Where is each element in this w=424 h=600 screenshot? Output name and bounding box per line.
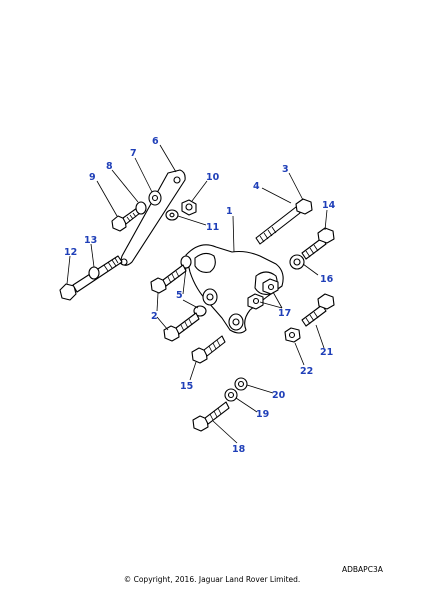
callout-3: 3: [282, 164, 289, 175]
callout-18: 18: [232, 444, 246, 455]
callout-1: 1: [226, 206, 233, 217]
part-bolt-18: [192, 401, 230, 432]
part-washer-16-hole: [293, 258, 301, 266]
callout-16: 16: [320, 274, 334, 285]
callout-4: 4: [253, 181, 260, 192]
callout-17: 17: [278, 308, 291, 319]
part-bolt-2b: [163, 312, 200, 342]
part-washer-13: [88, 266, 100, 280]
part-bolt-14: [301, 227, 335, 260]
part-bolt-21: [301, 293, 335, 327]
callout-15: 15: [180, 381, 193, 392]
callout-14: 14: [322, 200, 336, 211]
callout-8: 8: [106, 161, 113, 172]
callout-11: 11: [206, 222, 219, 233]
part-washer-7-hole: [151, 194, 159, 202]
part-nut-17a-hole: [252, 297, 260, 305]
part-bolt-4: [255, 198, 313, 245]
part-nut-22-hole: [288, 331, 296, 339]
part-nut-10-hole: [185, 203, 193, 211]
callout-19: 19: [256, 409, 269, 420]
part-nut-17b-hole: [267, 283, 275, 291]
callout-20: 20: [272, 390, 286, 401]
part-washer-8: [135, 201, 147, 215]
callout-10: 10: [206, 172, 220, 183]
callout-13: 13: [84, 235, 97, 246]
part-bolt-15: [191, 335, 226, 364]
part-bracket-strap: [119, 169, 186, 266]
callout-22: 22: [300, 366, 313, 377]
callout-6: 6: [152, 136, 159, 147]
callout-9: 9: [89, 172, 96, 183]
part-bolt-2a: [150, 264, 187, 294]
leader-lines: [66, 144, 328, 444]
drawing-code: ADBAPC3A: [342, 565, 383, 574]
part-washer-5b: [193, 305, 207, 317]
part-washer-19-hole: [227, 391, 235, 399]
callout-2: 2: [151, 311, 158, 322]
part-washer-11-hole: [169, 212, 175, 218]
callout-7: 7: [130, 148, 137, 159]
copyright-notice: © Copyright, 2016. Jaguar Land Rover Lim…: [123, 575, 301, 584]
callout-5: 5: [176, 290, 183, 301]
callout-12: 12: [64, 247, 77, 258]
part-washer-20-hole: [237, 380, 245, 388]
part-bolt-9: [111, 207, 141, 232]
callout-numbers: 1 2 3 4 5 6 7 8 9 10 11 12 13 14 15 16 1…: [64, 136, 336, 455]
callout-21: 21: [320, 347, 333, 358]
